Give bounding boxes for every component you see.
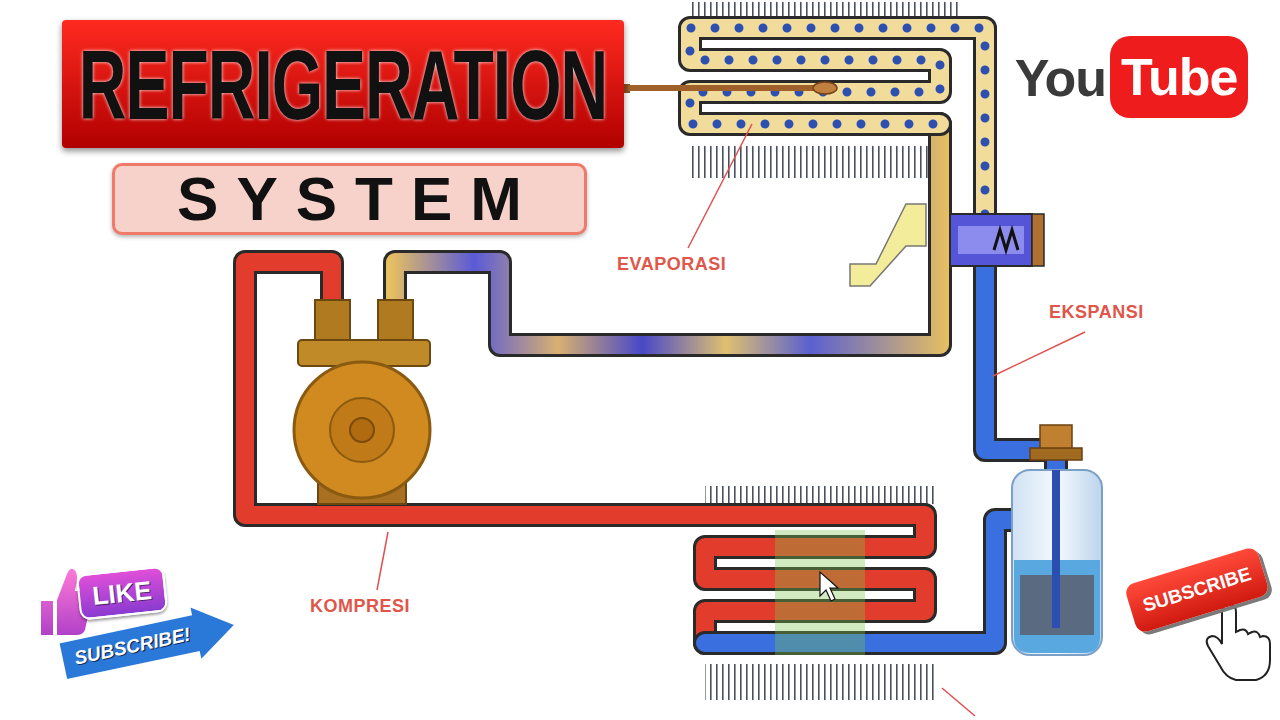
logo-box: Tube [1110, 36, 1248, 118]
condenser-fins [705, 486, 937, 504]
evaporator-fins [688, 146, 934, 178]
condenser-fins [705, 664, 937, 700]
valve-cap [1032, 214, 1044, 266]
discharge-pipe [245, 262, 925, 643]
subscribe-button: SUBSCRIBE [1124, 546, 1271, 634]
leader-line [377, 532, 388, 590]
like-badge: LIKE [76, 566, 168, 621]
hand-cursor [1207, 604, 1270, 680]
node-text: SUBSCRIBE [1140, 562, 1254, 618]
mouse-cursor [820, 572, 838, 601]
arrow-shape [56, 596, 242, 690]
discharge-pipe [245, 262, 925, 643]
sensing-bulb [813, 82, 837, 94]
leader-line [993, 332, 1085, 376]
title-text: REFRIGERATION [79, 27, 607, 141]
receiver-fitting [1030, 448, 1082, 460]
logo-text: You [1015, 38, 1106, 118]
node-text: SYSTEM [159, 166, 540, 232]
evaporator-coil [690, 28, 985, 214]
expansion-nozzle [850, 204, 926, 286]
valve-spring [994, 230, 1018, 250]
compressor-body [294, 362, 430, 498]
compressor-port [378, 300, 413, 344]
expansion-valve [950, 214, 1032, 266]
dip-tube [1052, 470, 1060, 628]
compressor-hub [350, 418, 374, 442]
receiver-drier [1012, 470, 1102, 655]
stage-label: EVAPORASI [617, 254, 726, 275]
condenser-highlight [775, 530, 865, 655]
title-banner: REFRIGERATION [62, 20, 624, 148]
node-text: Tube [1121, 47, 1237, 107]
compressor-port [315, 300, 350, 344]
leader-line [688, 124, 752, 248]
evaporator-coil [690, 28, 985, 214]
expansion-valve [958, 226, 1024, 254]
evaporator-fins [688, 2, 960, 16]
title-band: SYSTEM [112, 163, 587, 235]
node-text: LIKE [91, 575, 153, 611]
sensing-bulb [628, 85, 818, 91]
stage-label: EKSPANSI [1049, 302, 1144, 323]
compressor-pulley [330, 398, 394, 462]
leader-line [942, 688, 975, 716]
refrigerant-dots [690, 28, 985, 214]
stage-label: KOMPRESI [310, 596, 410, 617]
